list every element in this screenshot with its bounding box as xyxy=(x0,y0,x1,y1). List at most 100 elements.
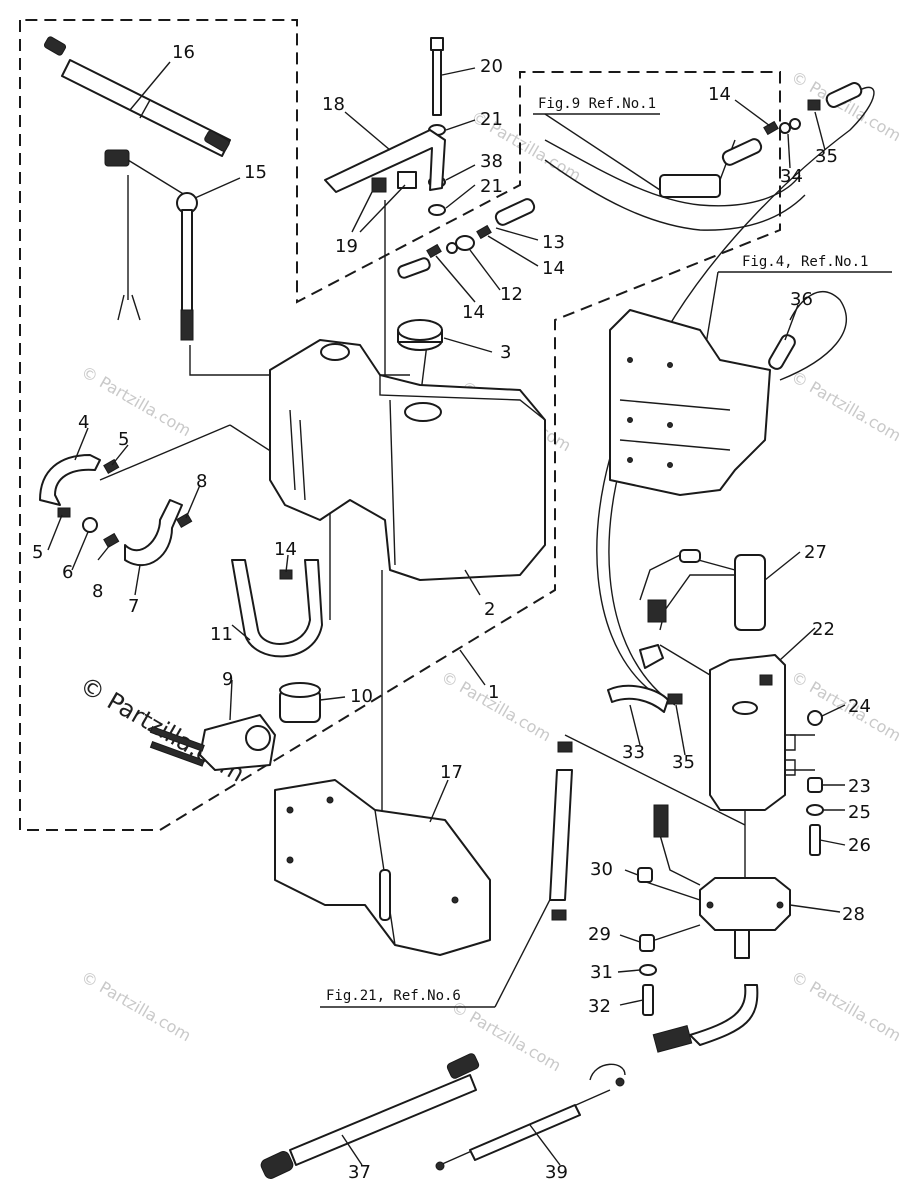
callout-25: 25 xyxy=(848,802,871,823)
callout-38: 38 xyxy=(480,151,503,172)
part-31-washer xyxy=(639,964,657,976)
callout-26: 26 xyxy=(848,835,871,856)
part-8-clamp xyxy=(176,512,193,529)
callout-24: 24 xyxy=(848,696,871,717)
callout-14: 14 xyxy=(708,84,731,105)
part-5-clamp xyxy=(103,458,120,475)
hose-clamp xyxy=(557,741,573,753)
callout-13: 13 xyxy=(542,232,565,253)
connection-lines xyxy=(99,139,815,941)
callout-14: 14 xyxy=(462,302,485,323)
callout-37: 37 xyxy=(348,1162,371,1183)
part-33-hose xyxy=(607,684,669,713)
dashed-boundary-main xyxy=(19,19,781,831)
callout-19: 19 xyxy=(335,236,358,257)
callout-12: 12 xyxy=(500,284,523,305)
part-27-lead xyxy=(639,549,766,631)
callout-23: 23 xyxy=(848,776,871,797)
part-21-washer-bottom xyxy=(428,204,446,216)
hose-long xyxy=(596,86,875,701)
part-29-collar xyxy=(639,934,655,952)
part-23-collar xyxy=(807,777,823,793)
part-6-joint xyxy=(82,517,98,533)
callout-7: 7 xyxy=(128,596,139,617)
callout-39: 39 xyxy=(545,1162,568,1183)
callout-18: 18 xyxy=(322,94,345,115)
callout-9: 9 xyxy=(222,669,233,690)
callout-6: 6 xyxy=(62,562,73,583)
part-35-clamp xyxy=(807,99,821,111)
part-2-tank xyxy=(269,339,546,581)
callout-5: 5 xyxy=(32,542,43,563)
watermark-text: © Partzilla.com xyxy=(788,367,904,445)
part-7-hose xyxy=(124,499,183,567)
part-17-tray xyxy=(274,779,491,956)
callout-32: 32 xyxy=(588,996,611,1017)
callout-11: 11 xyxy=(210,624,233,645)
fig9-fitting xyxy=(659,174,721,198)
part-36-hose xyxy=(768,334,796,370)
part-32-bolt xyxy=(642,984,654,1016)
callout-14: 14 xyxy=(542,258,565,279)
hose-segment xyxy=(825,82,863,108)
part-24-grommet xyxy=(807,710,823,726)
hose-fitting xyxy=(639,644,664,669)
ref-fig4: Fig.4, Ref.No.1 xyxy=(742,254,868,270)
part-15-lead xyxy=(104,149,198,341)
callout-4: 4 xyxy=(78,412,89,433)
part-28-module xyxy=(652,804,791,1053)
ref-fig9: Fig.9 Ref.No.1 xyxy=(538,96,656,112)
callout-34: 34 xyxy=(780,166,803,187)
part-14-clamp xyxy=(426,243,442,259)
hose-segment xyxy=(721,138,763,166)
callout-31: 31 xyxy=(590,962,613,983)
watermark-text: © Partzilla.com xyxy=(788,967,904,1045)
callout-29: 29 xyxy=(588,924,611,945)
callout-5: 5 xyxy=(118,429,129,450)
part-30-grommet xyxy=(637,867,653,883)
fig9-bracket-outline xyxy=(544,139,801,207)
part-20-bolt xyxy=(430,37,444,116)
vertical-hose xyxy=(549,769,573,901)
part-13-hose xyxy=(494,198,536,226)
part-22-tank xyxy=(709,654,796,811)
callout-8: 8 xyxy=(92,581,103,602)
fig4-body xyxy=(609,309,771,496)
watermark-text: © Partzilla.com xyxy=(78,967,194,1045)
assembly-boundaries xyxy=(19,19,781,831)
part-5-clamp xyxy=(57,507,71,518)
callout-21: 21 xyxy=(480,109,503,130)
callout-1: 1 xyxy=(488,682,499,703)
part-37-cable xyxy=(260,1053,480,1179)
part-11-hose xyxy=(231,559,323,658)
callout-35: 35 xyxy=(672,752,695,773)
watermark-text: © Partzilla.com xyxy=(438,667,554,745)
callout-22: 22 xyxy=(812,619,835,640)
callout-20: 20 xyxy=(480,56,503,77)
part-14-clamp xyxy=(476,224,492,240)
hose-clamp xyxy=(551,909,567,921)
part-18-band xyxy=(324,129,446,193)
part-4-hose xyxy=(39,454,101,506)
part-9-pump xyxy=(149,714,276,771)
callout-8: 8 xyxy=(196,471,207,492)
callout-27: 27 xyxy=(804,542,827,563)
hose-short xyxy=(779,291,847,381)
callout-33: 33 xyxy=(622,742,645,763)
part-12-joint xyxy=(446,235,475,254)
part-34-joint xyxy=(779,122,791,134)
part-10-cap xyxy=(279,682,321,723)
ref-fig21: Fig.21, Ref.No.6 xyxy=(326,988,461,1004)
callout-36: 36 xyxy=(790,289,813,310)
callout-numbers: 16 15 18 19 20 21 38 21 13 14 12 14 14 3… xyxy=(32,42,871,1183)
callout-2: 2 xyxy=(484,599,495,620)
watermark-text: © Partzilla.com xyxy=(788,667,904,745)
callout-15: 15 xyxy=(244,162,267,183)
part-25-washer xyxy=(806,804,824,816)
part-34-joint xyxy=(789,118,801,130)
part-39-cable xyxy=(435,1063,626,1171)
callout-leaders xyxy=(47,61,846,1166)
part-3-cap xyxy=(397,319,443,351)
